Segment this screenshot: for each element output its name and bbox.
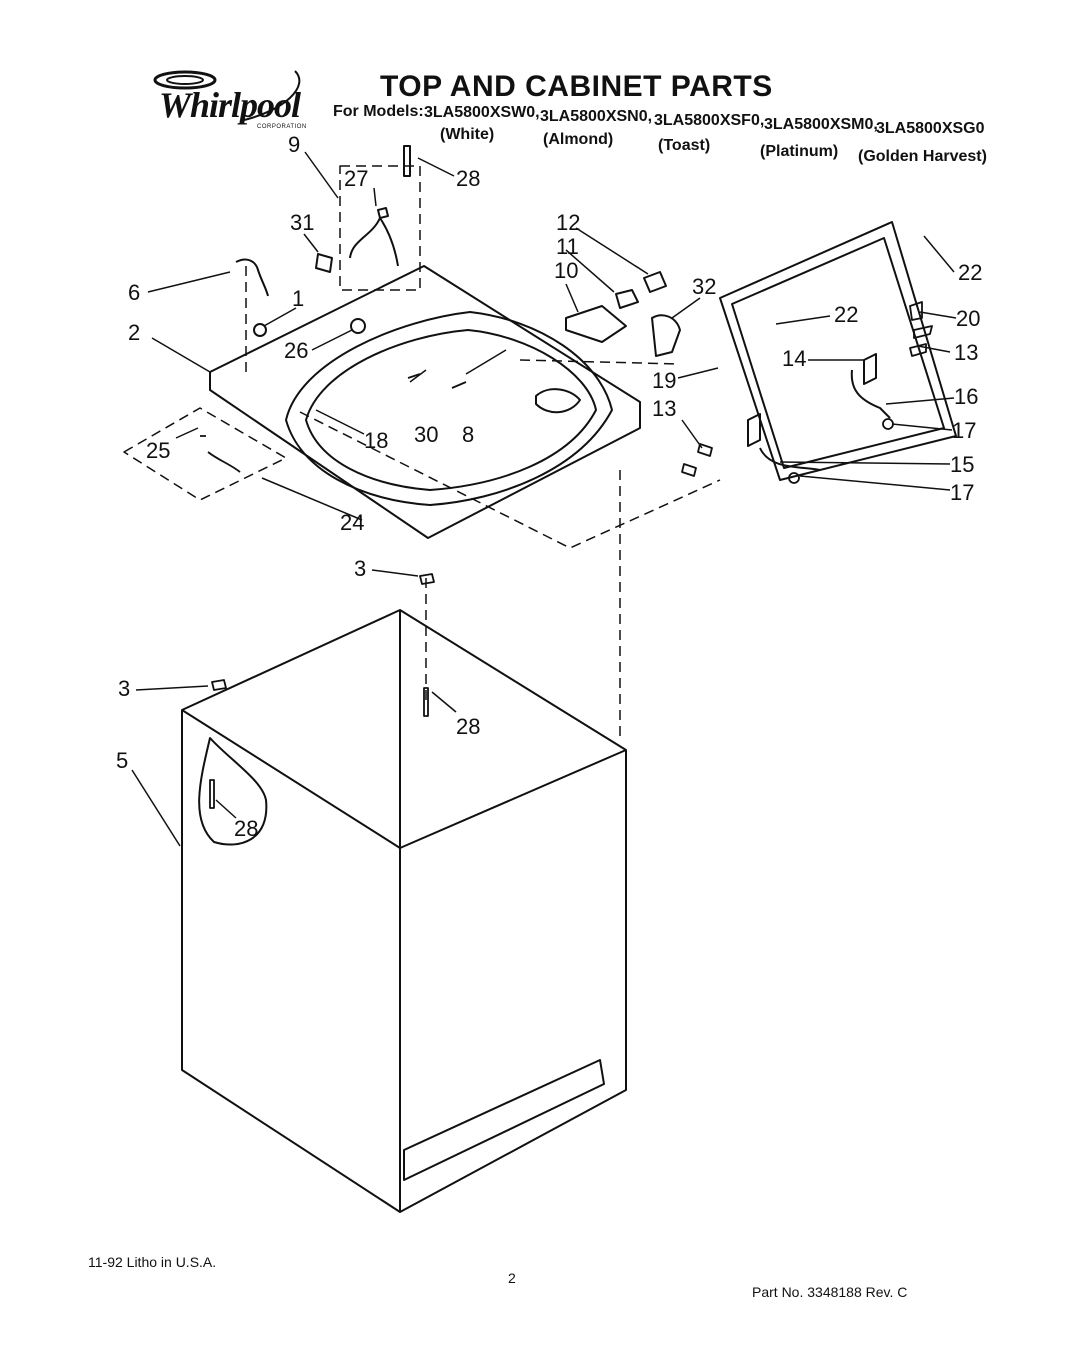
model-color: (Golden Harvest) <box>858 148 987 165</box>
page-number: 2 <box>508 1270 516 1286</box>
callout-number: 9 <box>288 132 300 157</box>
callout-number: 13 <box>652 396 676 421</box>
models-label: For Models: <box>333 103 424 120</box>
model-color: (White) <box>440 126 495 143</box>
callout-number: 26 <box>284 338 308 363</box>
callout-number: 22 <box>834 302 858 327</box>
callout-number: 10 <box>554 258 578 283</box>
callout-number: 18 <box>364 428 388 453</box>
part-number: Part No. 3348188 Rev. C <box>752 1284 908 1300</box>
callout-number: 14 <box>782 346 806 371</box>
logo-swirl-icon <box>153 70 301 122</box>
lid-switch-parts <box>565 271 681 357</box>
callout-number: 27 <box>344 166 368 191</box>
model-color: (Platinum) <box>760 143 839 160</box>
model-number: 3LA5800XSG0 <box>876 120 985 137</box>
callout-number: 28 <box>456 714 480 739</box>
model-number: 3LA5800XSN0, <box>540 108 653 125</box>
model-number: 3LA5800XSW0, <box>424 104 540 121</box>
callout-number: 32 <box>692 274 716 299</box>
brand-name: Whirlpool <box>159 85 301 125</box>
callout-number: 15 <box>950 452 974 477</box>
model-number: 3LA5800XSM0, <box>764 116 878 133</box>
callout-number: 30 <box>414 422 438 447</box>
model-number: 3LA5800XSF0, <box>654 112 765 129</box>
callout-number: 3 <box>354 556 366 581</box>
callout-number: 17 <box>952 418 976 443</box>
callout-labels: 9 27 28 31 6 1 2 26 12 11 10 32 22 22 20… <box>116 132 982 841</box>
callout-number: 5 <box>116 748 128 773</box>
callout-number: 16 <box>954 384 978 409</box>
callout-number: 28 <box>456 166 480 191</box>
callout-number: 6 <box>128 280 140 305</box>
dashed-guides <box>123 165 721 740</box>
callout-number: 28 <box>234 816 258 841</box>
callout-number: 25 <box>146 438 170 463</box>
callout-number: 12 <box>556 210 580 235</box>
top-left-small-parts <box>235 145 411 337</box>
litho-note: 11-92 Litho in U.S.A. <box>88 1254 217 1270</box>
callout-number: 3 <box>118 676 130 701</box>
model-color: (Almond) <box>543 131 614 148</box>
callout-number: 1 <box>292 286 304 311</box>
leader-lines <box>131 151 957 847</box>
callout-number: 19 <box>652 368 676 393</box>
callout-number: 20 <box>956 306 980 331</box>
hardware-fasteners <box>200 301 933 809</box>
callout-number: 22 <box>958 260 982 285</box>
model-color: (Toast) <box>658 137 711 154</box>
callout-number: 2 <box>128 320 140 345</box>
lid-assembly <box>719 221 957 481</box>
callout-number: 11 <box>556 234 579 259</box>
washer-cabinet <box>181 609 627 1213</box>
callout-number: 8 <box>462 422 474 447</box>
page-title: TOP AND CABINET PARTS <box>380 70 773 103</box>
brand-subtitle: CORPORATION <box>257 124 307 130</box>
washer-top-panel <box>209 265 641 539</box>
callout-number: 31 <box>290 210 314 235</box>
callout-number: 13 <box>954 340 978 365</box>
callout-number: 17 <box>950 480 974 505</box>
whirlpool-logo: Whirlpool CORPORATION <box>145 66 330 136</box>
callout-number: 24 <box>340 510 364 535</box>
